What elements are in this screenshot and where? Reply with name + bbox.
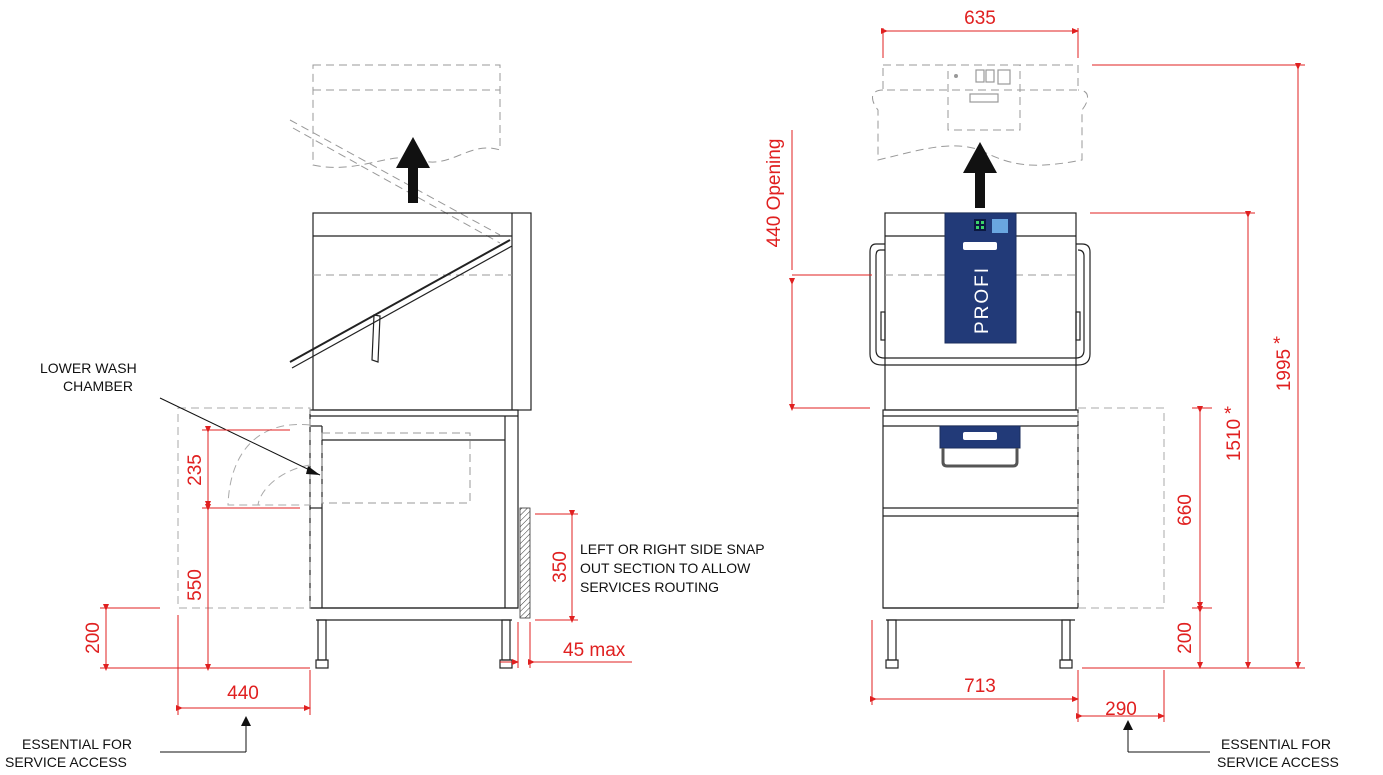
service-access-left-1: ESSENTIAL FOR <box>22 736 132 752</box>
control-panel <box>944 212 1017 344</box>
dim-440-bottom: 440 <box>227 683 259 704</box>
front-view: PROFI <box>789 28 1305 753</box>
service-access-left-2: SERVICE ACCESS <box>5 754 127 770</box>
snap-out-section <box>519 507 531 619</box>
dim-550: 550 <box>185 569 206 601</box>
dim-1510-asterisk: * <box>1224 404 1232 425</box>
brand-label: PROFI <box>972 266 993 334</box>
lower-wash-label-1: LOWER WASH <box>40 360 137 376</box>
dim-1995: 1995 <box>1274 349 1295 391</box>
display-screen <box>992 219 1008 233</box>
dim-1995-asterisk: * <box>1273 334 1281 355</box>
dim-440-opening: 440 Opening <box>764 139 785 248</box>
raised-control-panel-outline <box>947 64 1021 131</box>
side-view <box>100 64 632 753</box>
dim-45-max: 45 max <box>563 640 626 661</box>
snap-out-label-2: OUT SECTION TO ALLOW <box>580 560 751 576</box>
lower-door-handle <box>941 448 1019 468</box>
lift-arrow-icon-front <box>963 142 997 208</box>
service-access-zone-right <box>1077 407 1165 609</box>
dim-660: 660 <box>1175 494 1196 526</box>
service-access-zone-left <box>177 407 311 609</box>
hood-handle-front <box>869 243 1091 366</box>
dim-235: 235 <box>185 454 206 486</box>
service-access-right-2: SERVICE ACCESS <box>1217 754 1339 770</box>
lift-arrow-icon <box>396 137 430 203</box>
dim-350: 350 <box>550 551 571 583</box>
dim-200-right: 200 <box>1175 622 1196 654</box>
panel-handle <box>963 242 997 250</box>
dim-635: 635 <box>964 8 996 29</box>
dim-1510: 1510 <box>1224 419 1245 461</box>
service-access-right-1: ESSENTIAL FOR <box>1221 736 1331 752</box>
lower-wash-label-2: CHAMBER <box>63 378 133 394</box>
dim-290: 290 <box>1105 699 1137 720</box>
hood-handle <box>289 239 511 363</box>
snap-out-label-3: SERVICES ROUTING <box>580 579 719 595</box>
snap-out-label-1: LEFT OR RIGHT SIDE SNAP <box>580 541 765 557</box>
lower-wash-chamber-outline <box>321 432 471 504</box>
dim-713: 713 <box>964 676 996 697</box>
dim-200-left: 200 <box>83 622 104 654</box>
